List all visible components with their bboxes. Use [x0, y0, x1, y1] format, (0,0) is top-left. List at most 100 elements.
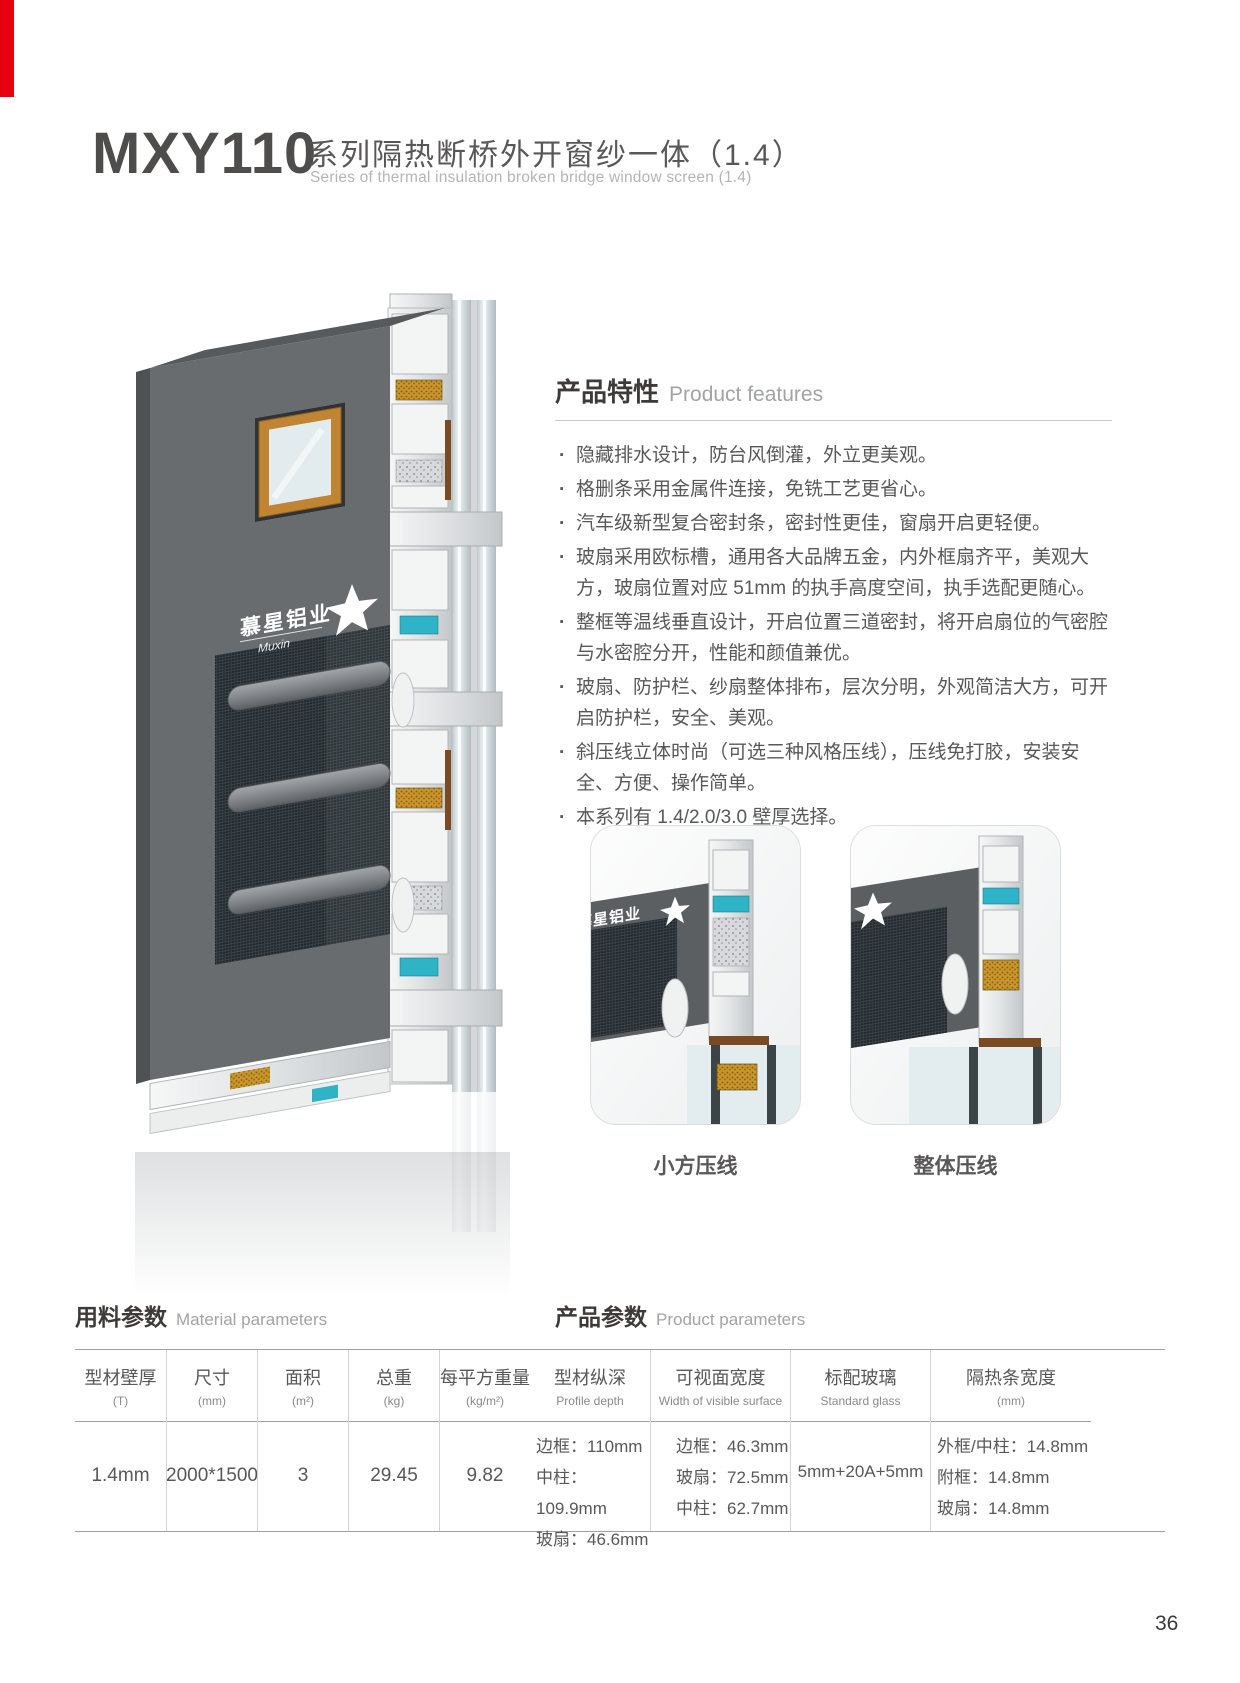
table-column: 可视面宽度 Width of visible surface 边框：46.3mm…: [650, 1350, 790, 1531]
table-column: 总重 (kg) 29.45: [348, 1350, 439, 1531]
features-heading-cn: 产品特性: [555, 377, 660, 407]
product-params-heading-en: Product parameters: [656, 1310, 806, 1329]
cell-line: 中柱：109.9mm: [536, 1468, 607, 1518]
oval-handle: [941, 953, 969, 1015]
column-header: 面积 (m²): [258, 1350, 348, 1422]
cell-line: 中柱：62.7mm: [676, 1499, 789, 1518]
cell-line: 附框：14.8mm: [937, 1468, 1050, 1487]
column-name: 每平方重量: [440, 1367, 530, 1388]
table-cell: 外框/中柱：14.8mm 附框：14.8mm 玻扇：14.8mm: [931, 1422, 1165, 1524]
features-divider: [555, 420, 1112, 421]
variant-caption-right: 整体压线: [913, 1155, 998, 1178]
table-cell: 5mm+20A+5mm: [791, 1422, 930, 1521]
column-header: 总重 (kg): [349, 1350, 439, 1422]
column-header: 型材纵深 Profile depth: [530, 1350, 650, 1422]
material-params-heading-cn: 用料参数: [75, 1304, 167, 1330]
mesh-screen: [215, 624, 391, 966]
column-name: 尺寸: [194, 1367, 230, 1388]
column-header: 标配玻璃 Standard glass: [791, 1350, 930, 1422]
hero-render-graphic: 慕星铝业 Muxin: [135, 293, 510, 1297]
table-column: 型材壁厚 (T) 1.4mm: [75, 1350, 166, 1531]
column-name: 型材纵深: [554, 1367, 626, 1388]
wood-window-detail: [255, 402, 345, 523]
features-heading-en: Product features: [669, 383, 824, 406]
table-cell: 边框：110mm 中柱：109.9mm 玻扇：46.6mm: [530, 1422, 650, 1555]
column-unit: (m²): [292, 1393, 314, 1408]
column-unit: (T): [112, 1393, 129, 1408]
frame-top-face: [150, 308, 445, 368]
cell-line: 5mm+20A+5mm: [797, 1462, 924, 1481]
brand-star-icon: [854, 892, 892, 930]
feature-item: 玻扇、防护栏、纱扇整体排布，层次分明，外观简洁大方，可开启防护栏，安全、美观。: [555, 672, 1112, 734]
oval-handle: [391, 877, 415, 933]
product-model-title: MXY110: [92, 121, 318, 186]
column-header: 每平方重量 (kg/m²): [440, 1350, 530, 1422]
table-cell: 1.4mm: [91, 1465, 150, 1486]
column-subtitle: Profile depth: [556, 1393, 624, 1408]
feature-item: 格删条采用金属件连接，免铣工艺更省心。: [555, 474, 1112, 505]
feature-item: 玻扇采用欧标槽，通用各大品牌五金，内外框扇齐平，美观大方，玻扇位置对应 51mm…: [555, 542, 1112, 604]
cell-line: 玻扇：46.6mm: [536, 1530, 649, 1549]
features-list: 隐藏排水设计，防台风倒灌，外立更美观。 格删条采用金属件连接，免铣工艺更省心。 …: [555, 440, 1112, 836]
frame-front-face: 慕星铝业 Muxin: [149, 325, 391, 1135]
mesh-roller-bar: [227, 660, 391, 711]
cell-line: 边框：46.3mm: [676, 1437, 789, 1456]
mesh-roller-bar: [227, 864, 391, 915]
table-cell: 3: [297, 1465, 309, 1486]
product-params-heading: 产品参数 Product parameters: [555, 1298, 805, 1332]
feature-item: 斜压线立体时尚（可选三种风格压线），压线免打胶，安装安全、方便、操作简单。: [555, 737, 1112, 799]
column-header: 隔热条宽度 (mm): [931, 1350, 1091, 1422]
glass-panes: [452, 300, 496, 1232]
column-unit: (kg/m²): [466, 1393, 504, 1408]
table-column: 标配玻璃 Standard glass 5mm+20A+5mm: [790, 1350, 930, 1531]
column-name: 面积: [285, 1367, 321, 1388]
feature-item: 整框等温线垂直设计，开启位置三道密封，将开启扇位的气密腔与水密腔分开，性能和颜值…: [555, 607, 1112, 669]
column-unit: (mm): [198, 1393, 226, 1408]
variant-graphic-left: 慕星铝业: [591, 826, 800, 1124]
page-edge-red-marker: [0, 0, 14, 97]
product-params-heading-cn: 产品参数: [555, 1304, 647, 1330]
hero-product-render: 慕星铝业 Muxin: [90, 290, 540, 1300]
column-header: 型材壁厚 (T): [75, 1350, 166, 1422]
mesh-roller-bar: [227, 762, 391, 813]
features-heading: 产品特性 Product features: [555, 372, 823, 409]
column-header: 尺寸 (mm): [167, 1350, 257, 1422]
column-name: 标配玻璃: [824, 1367, 897, 1388]
brand-logo-text-en: Muxin: [258, 636, 290, 656]
cell-line: 边框：110mm: [536, 1437, 643, 1456]
column-name: 总重: [376, 1367, 412, 1388]
table-column: 隔热条宽度 (mm) 外框/中柱：14.8mm 附框：14.8mm 玻扇：14.…: [930, 1350, 1165, 1531]
material-params-heading: 用料参数 Material parameters: [75, 1298, 327, 1332]
variant-image-small-square-bead: 慕星铝业: [590, 825, 801, 1125]
hero-reflection: [135, 1152, 510, 1297]
table-cell: 2000*1500: [166, 1465, 258, 1486]
variant-graphic-right: [851, 826, 1060, 1124]
page-number: 36: [1155, 1612, 1179, 1635]
product-params-table: 型材纵深 Profile depth 边框：110mm 中柱：109.9mm 玻…: [530, 1349, 1165, 1549]
material-params-heading-en: Material parameters: [176, 1310, 328, 1329]
brand-star-icon: [326, 584, 378, 636]
table-cell: 29.45: [370, 1465, 418, 1486]
table-column: 面积 (m²) 3: [257, 1350, 348, 1531]
column-unit: (kg): [383, 1393, 405, 1408]
series-title-en: Series of thermal insulation broken brid…: [310, 169, 752, 186]
variant-image-integral-bead: [850, 825, 1061, 1125]
oval-handle: [661, 978, 689, 1038]
cell-line: 外框/中柱：14.8mm: [937, 1437, 1089, 1456]
table-column: 型材纵深 Profile depth 边框：110mm 中柱：109.9mm 玻…: [530, 1350, 650, 1549]
table-column: 尺寸 (mm) 2000*1500: [166, 1350, 258, 1531]
brand-star-icon: [660, 896, 690, 927]
oval-handle: [391, 672, 415, 728]
series-title-cn: 系列隔热断桥外开窗纱一体（1.4）: [308, 139, 804, 172]
material-params-table: 型材壁厚 (T) 1.4mm 尺寸 (mm) 2000*1500 面积 (m²)…: [75, 1349, 530, 1532]
column-name: 隔热条宽度: [966, 1367, 1056, 1388]
column-header: 可视面宽度 Width of visible surface: [651, 1350, 790, 1422]
column-name: 型材壁厚: [84, 1367, 157, 1388]
frame-left-face: [136, 368, 150, 1084]
table-column: 每平方重量 (kg/m²) 9.82: [439, 1350, 530, 1531]
cell-line: 玻扇：72.5mm: [676, 1468, 789, 1487]
feature-item: 隐藏排水设计，防台风倒灌，外立更美观。: [555, 440, 1112, 471]
column-name: 可视面宽度: [675, 1367, 766, 1388]
column-subtitle: (mm): [997, 1393, 1025, 1408]
